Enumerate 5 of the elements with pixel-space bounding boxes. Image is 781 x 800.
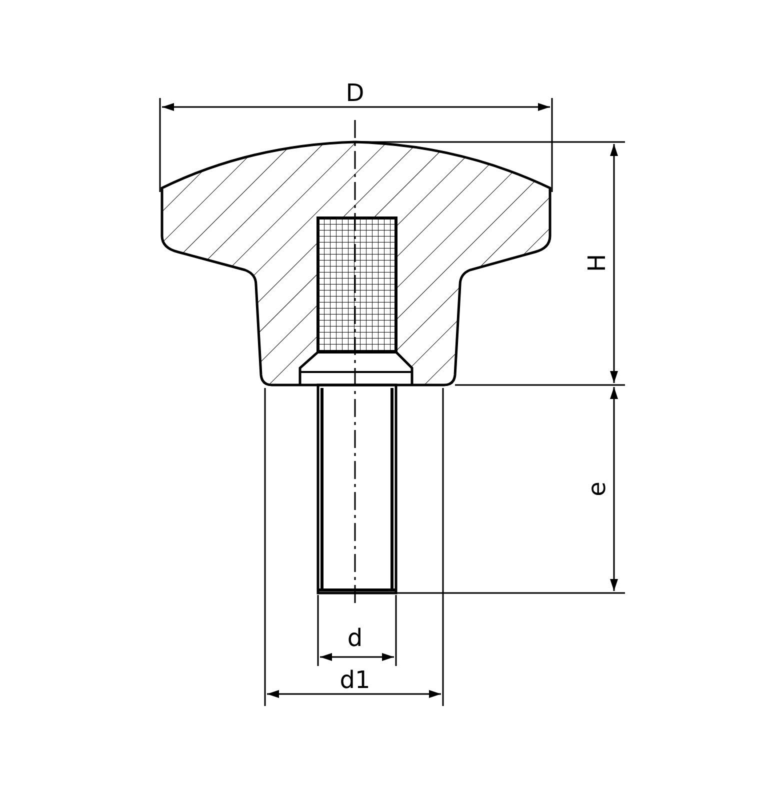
dimension-label: d1 xyxy=(340,668,370,692)
dimension-label: e xyxy=(585,482,609,496)
dimension-label: H xyxy=(585,254,609,272)
dimension-label: D xyxy=(346,81,364,105)
dimension-label: d xyxy=(347,626,363,650)
